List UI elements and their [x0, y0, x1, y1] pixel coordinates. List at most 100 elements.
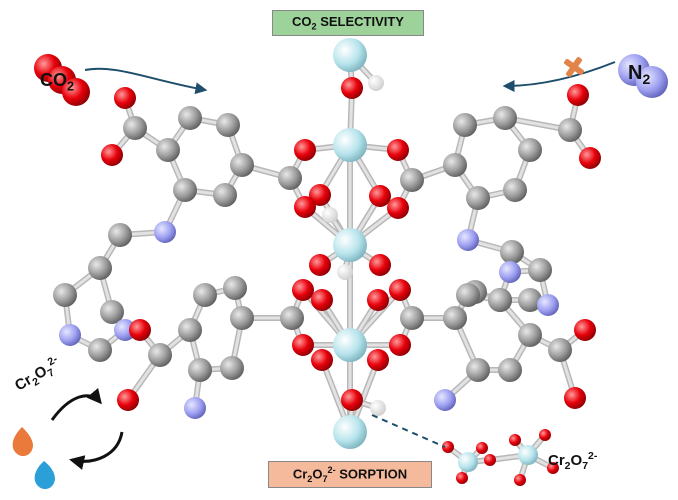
atoms: [53, 38, 601, 486]
carbon-atom: [178, 106, 202, 130]
oxygen-atom: [387, 139, 409, 161]
carbon-atom: [108, 223, 132, 247]
droplet-blue-icon: [34, 461, 55, 490]
n2-molecule-icon: [618, 54, 668, 98]
oxygen-atom: [117, 389, 139, 411]
n2-text: N2: [628, 62, 650, 87]
hydrogen-atom: [337, 264, 353, 280]
oxygen-atom: [341, 389, 363, 411]
carbon-atom: [230, 306, 254, 330]
chromium-atom: [518, 445, 538, 465]
metal-atom: [333, 128, 367, 162]
oxygen-atom: [387, 197, 409, 219]
co2-molecule-icon: [34, 54, 90, 106]
oxygen-atom: [292, 279, 314, 301]
oxygen-atom: [567, 84, 589, 106]
carbon-atom: [188, 358, 212, 382]
carbon-atom: [230, 153, 254, 177]
oxygen-atom: [574, 319, 596, 341]
carbon-atom: [498, 358, 522, 382]
oxygen-atom: [564, 387, 586, 409]
oxygen-atom: [292, 334, 314, 356]
carbon-atom: [278, 166, 302, 190]
carbon-atom: [178, 318, 202, 342]
nitrogen-atom: [434, 389, 456, 411]
oxygen-atom: [311, 289, 333, 311]
chromium-atom: [458, 452, 478, 472]
carbon-atom: [213, 183, 237, 207]
label-bottom-sub2: 7: [322, 473, 328, 484]
carbon-atom: [216, 113, 240, 137]
hydrogen-atom: [322, 207, 338, 223]
oxygen-atom: [389, 334, 411, 356]
oxygen-atom: [309, 254, 331, 276]
carbon-atom: [518, 138, 542, 162]
dr-s1: 2: [564, 460, 571, 472]
co2-selectivity-label: CO2 SELECTIVITY: [272, 10, 424, 36]
oxygen-atom: [579, 147, 601, 169]
carbon-atom: [173, 178, 197, 202]
carbon-atom: [558, 118, 582, 142]
carbon-atom: [466, 358, 490, 382]
carbon-atom: [443, 153, 467, 177]
oxygen-atom: [309, 184, 331, 206]
oxygen-atom: [539, 429, 551, 441]
oxygen-atom: [294, 196, 316, 218]
dr-sup: 2-: [588, 450, 598, 462]
nitrogen-atom: [59, 324, 81, 346]
nitrogen-atom: [457, 229, 479, 251]
cr2o7-sorption-label: Cr2O72- SORPTION: [268, 461, 432, 488]
n2-base: N: [628, 62, 643, 84]
metal-atom: [333, 38, 367, 72]
carbon-atom: [223, 276, 247, 300]
carbon-atom: [53, 283, 77, 307]
co2-base: CO: [40, 70, 67, 90]
dr-s2: 7: [582, 460, 589, 472]
carbon-atom: [456, 283, 480, 307]
cycle-arrow-bottom-icon: [69, 431, 124, 470]
carbon-atom: [548, 338, 572, 362]
carbon-atom: [503, 178, 527, 202]
nitrogen-atom: [499, 261, 521, 283]
oxygen-atom: [341, 77, 363, 99]
co2-sub: 2: [67, 79, 75, 94]
oxygen-atom: [476, 442, 488, 454]
oxygen-atom: [369, 185, 391, 207]
oxygen-atom: [547, 462, 559, 474]
co2-approach-arrow-icon: [84, 67, 208, 95]
carbon-atom: [493, 106, 517, 130]
hydrogen-atom: [370, 400, 386, 416]
dr-b: O: [570, 452, 583, 469]
label-bottom-cr: Cr: [292, 466, 308, 482]
label-top-sub: 2: [311, 21, 317, 32]
oxygen-atom: [367, 289, 389, 311]
oxygen-atom: [369, 254, 391, 276]
oxygen-atom: [311, 349, 333, 371]
carbon-atom: [88, 256, 112, 280]
label-bottom-o: O: [312, 466, 323, 482]
nitrogen-atom: [537, 294, 559, 316]
carbon-atom: [148, 343, 172, 367]
oxygen-atom: [456, 472, 468, 484]
oxygen-atom: [484, 454, 496, 466]
label-bottom-sup: 2-: [327, 465, 336, 475]
carbon-atom: [88, 338, 112, 362]
oxygen-atom: [129, 319, 151, 341]
dichromate-right-text: Cr2O72-: [548, 450, 597, 472]
label-top-text-after: SELECTIVITY: [316, 14, 404, 29]
metal-atom: [333, 228, 367, 262]
carbon-atom: [193, 283, 217, 307]
carbon-atom: [400, 306, 424, 330]
dr-a: Cr: [548, 452, 565, 469]
label-top-text: CO: [292, 14, 312, 29]
label-bottom-text-after: SORPTION: [335, 466, 408, 482]
cycle-arrow-top-icon: [50, 387, 102, 421]
metal-atom: [333, 328, 367, 362]
carbon-atom: [100, 300, 124, 324]
label-bottom-sub1: 2: [307, 473, 313, 484]
cross-icon: [564, 57, 584, 77]
nitrogen-atom: [154, 221, 176, 243]
carbon-atom: [500, 240, 524, 264]
droplet-orange-icon: [12, 427, 33, 457]
